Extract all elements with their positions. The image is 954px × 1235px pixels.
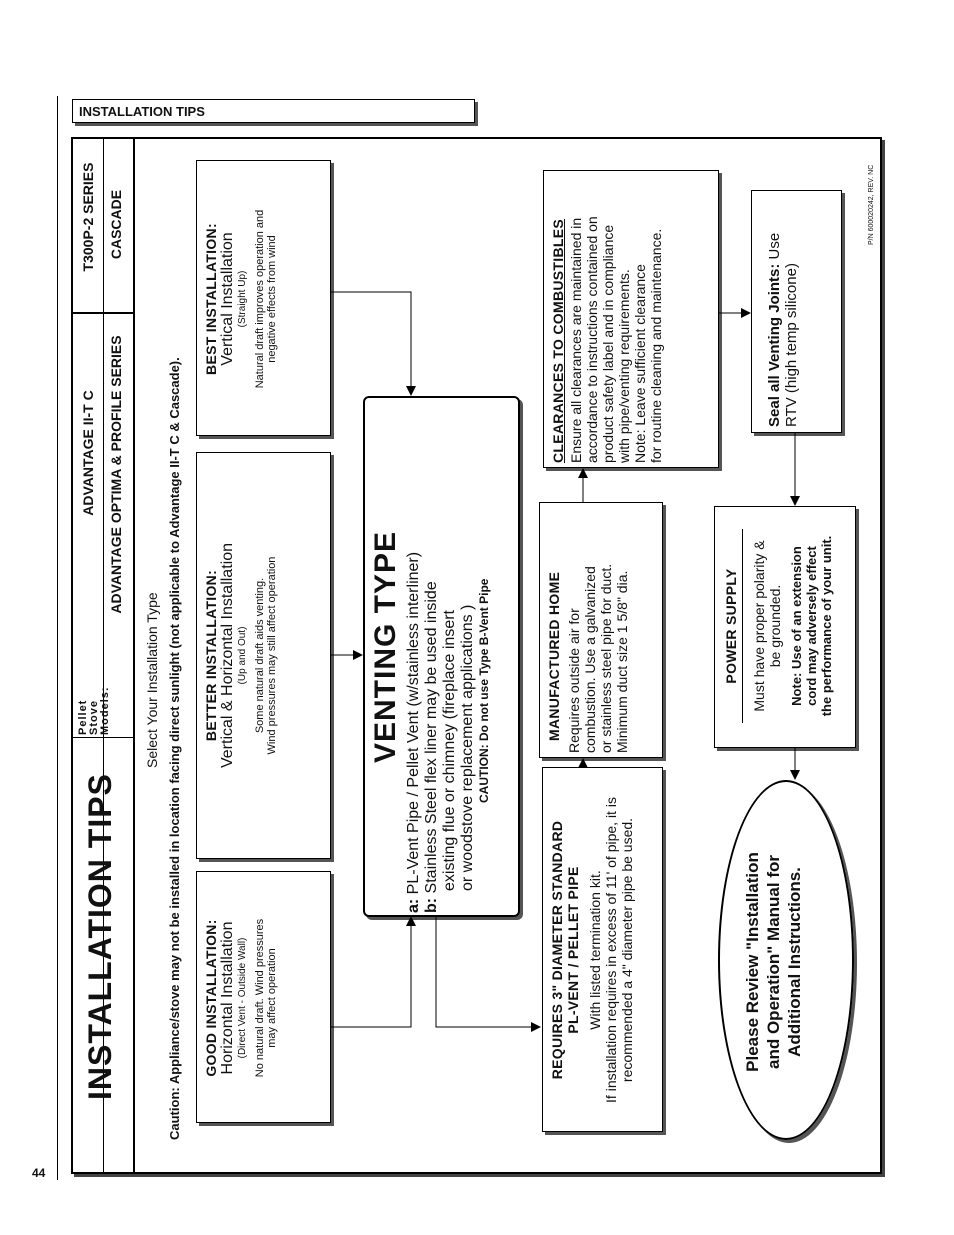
manufactured-home-box: MANUFACTURED HOME Requires outside air f… bbox=[539, 502, 663, 758]
best-installation-box: BEST INSTALLATION: Vertical Installation… bbox=[196, 160, 331, 436]
power-supply-box: POWER SUPPLY Must have proper polarity &… bbox=[714, 506, 856, 748]
header-strip-divider bbox=[133, 139, 135, 1172]
arrow-venting-to-requires bbox=[435, 917, 541, 1032]
venting-type-box: VENTING TYPE a: PL-Vent Pipe / Pellet Ve… bbox=[363, 396, 520, 917]
better-installation-box: BETTER INSTALLATION: Vertical & Horizont… bbox=[196, 452, 331, 859]
arrow-best-to-venting bbox=[331, 291, 416, 396]
review-manual-callout: Please Review "Installation and Operatio… bbox=[718, 780, 854, 1140]
installation-tips-panel bbox=[71, 137, 882, 1174]
clearances-box: CLEARANCES TO COMBUSTIBLES Ensure all cl… bbox=[543, 170, 719, 468]
requires-pipe-box: REQUIRES 3" DIAMETER STANDARD PL-VENT / … bbox=[542, 767, 663, 1132]
seal-joints-box: Seal all Venting Joints: Use RTV (high t… bbox=[751, 190, 842, 433]
arrow-good-to-venting bbox=[331, 916, 416, 1028]
page-number: 44 bbox=[32, 1166, 46, 1180]
page-margin-line bbox=[57, 96, 58, 1180]
good-installation-box: GOOD INSTALLATION: Horizontal Installati… bbox=[196, 871, 331, 1123]
section-header: INSTALLATION TIPS bbox=[72, 99, 475, 123]
